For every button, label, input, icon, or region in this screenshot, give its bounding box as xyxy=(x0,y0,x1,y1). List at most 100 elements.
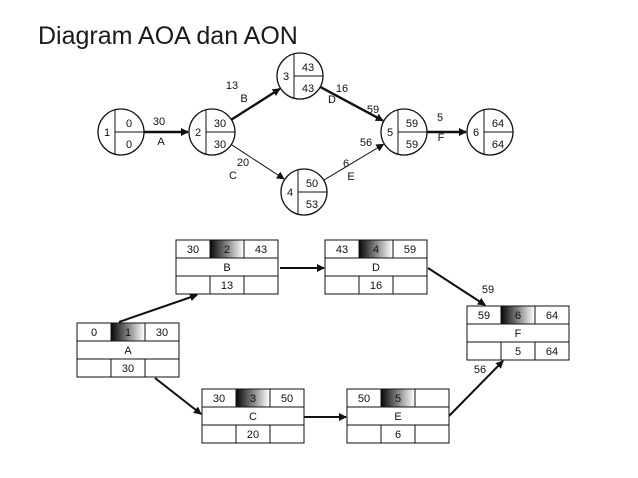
aon-node-early-start: 30 xyxy=(187,244,199,256)
aon-edge-label: 56 xyxy=(474,364,486,376)
aoa-edge-F: 5F xyxy=(427,112,467,144)
aoa-node-latest: 53 xyxy=(306,199,318,211)
aon-node-duration: 20 xyxy=(247,429,259,441)
aoa-edge-arrow xyxy=(230,87,281,121)
aoa-edge-activity-label: A xyxy=(157,136,165,148)
aon-node-early-finish: 64 xyxy=(546,310,558,322)
aon-node-early-start: 0 xyxy=(91,327,97,339)
aon-activity-node-E: 50 5E 6 xyxy=(346,388,450,444)
aoa-edge-activity-label: E xyxy=(347,171,354,183)
aoa-node-number: 6 xyxy=(473,127,479,139)
aoa-node-earliest: 59 xyxy=(406,118,418,130)
aoa-node-latest: 0 xyxy=(126,139,132,151)
aon-node-number: 2 xyxy=(224,244,230,256)
aon-edge-A-B xyxy=(118,293,198,323)
aon-node-activity-label: F xyxy=(515,328,522,340)
aon-node-number: 1 xyxy=(125,327,131,339)
aon-node-duration: 30 xyxy=(122,363,134,375)
aon-node-early-start: 43 xyxy=(336,244,348,256)
aoa-event-node-1: 1 0 0 xyxy=(97,108,145,156)
aoa-event-node-6: 6 64 64 xyxy=(466,108,514,156)
aon-node-early-finish: 50 xyxy=(281,393,293,405)
aoa-edge-duration: 13 xyxy=(226,80,238,92)
aoa-node-latest: 64 xyxy=(492,139,504,151)
aoa-event-node-3: 3 43 43 xyxy=(276,52,324,100)
aon-activity-node-B: 30 2 43B 13 xyxy=(175,239,279,295)
aon-node-duration: 6 xyxy=(395,429,401,441)
aon-node-early-start: 50 xyxy=(358,393,370,405)
aoa-node-number: 2 xyxy=(195,127,201,139)
aoa-edge-arrow xyxy=(319,85,384,122)
aoa-node-number: 1 xyxy=(104,127,110,139)
aoa-node-latest: 59 xyxy=(406,139,418,151)
aon-node-activity-label: B xyxy=(223,262,230,274)
aoa-node-earliest: 50 xyxy=(306,178,318,190)
aoa-node-earliest: 64 xyxy=(492,118,504,130)
aon-node-number-shade xyxy=(236,389,270,407)
aoa-node-number: 5 xyxy=(387,127,393,139)
aoa-node-earliest: 30 xyxy=(214,118,226,130)
aoa-diagram: 30A13B20C16D6E5F595610023030343434505355… xyxy=(97,52,514,216)
aon-node-early-finish: 30 xyxy=(156,327,168,339)
aon-node-number: 5 xyxy=(395,393,401,405)
aon-node-number: 6 xyxy=(515,310,521,322)
aoa-event-node-2: 2 30 30 xyxy=(188,108,236,156)
aoa-edge-duration: 16 xyxy=(336,83,348,95)
aon-node-activity-label: A xyxy=(124,345,132,357)
aoa-node-number: 4 xyxy=(287,187,293,199)
aon-node-number: 3 xyxy=(250,393,256,405)
aoa-node-earliest: 43 xyxy=(302,62,314,74)
aoa-edge-activity-label: C xyxy=(229,170,237,182)
aoa-event-node-4: 4 50 53 xyxy=(280,168,328,216)
aoa-event-node-5: 5 59 59 xyxy=(380,108,428,156)
aon-node-number-shade xyxy=(381,389,415,407)
aoa-edge-duration: 5 xyxy=(437,112,443,124)
aon-activity-node-C: 30 3 50C 20 xyxy=(201,388,305,444)
aoa-node-latest: 30 xyxy=(214,139,226,151)
aon-node-duration: 16 xyxy=(370,280,382,292)
aon-node-activity-label: E xyxy=(394,411,401,423)
aoa-node-earliest: 0 xyxy=(126,118,132,130)
aoa-merge-label: 56 xyxy=(360,137,372,149)
aoa-edge-arrow xyxy=(230,144,285,180)
aon-node-number-shade xyxy=(210,240,244,258)
aoa-edge-arrow xyxy=(323,143,385,181)
aoa-edge-D: 16D xyxy=(319,83,384,122)
aon-node-number-shade xyxy=(111,323,145,341)
aoa-edge-duration: 6 xyxy=(343,158,349,170)
aon-node-duration: 13 xyxy=(221,280,233,292)
aon-edge-label: 59 xyxy=(482,284,494,296)
aoa-edge-activity-label: D xyxy=(328,94,336,106)
aoa-edge-E: 6E xyxy=(323,143,385,183)
aon-node-early-finish: 43 xyxy=(255,244,267,256)
aoa-edge-activity-label: F xyxy=(438,132,445,144)
aoa-node-number: 3 xyxy=(283,71,289,83)
aoa-node-latest: 43 xyxy=(302,83,314,95)
aon-edge-A-C xyxy=(154,377,202,415)
aon-node-activity-label: D xyxy=(372,262,380,274)
aon-edge-D-F xyxy=(427,267,486,306)
aoa-edge-duration: 30 xyxy=(153,116,165,128)
aon-node-number: 4 xyxy=(373,244,379,256)
aoa-edge-duration: 20 xyxy=(237,157,249,169)
aon-node-number-shade xyxy=(501,306,535,324)
page-title: Diagram AOA dan AON xyxy=(38,22,298,50)
aoa-edge-B: 13B xyxy=(226,80,281,121)
aoa-merge-label: 59 xyxy=(367,104,379,116)
aon-node-duration: 5 xyxy=(515,346,521,358)
aon-node-number-shade xyxy=(359,240,393,258)
aoa-edge-C: 20C xyxy=(229,144,285,182)
aon-node-early-start: 59 xyxy=(478,310,490,322)
aon-node-activity-label: C xyxy=(249,411,257,423)
aoa-edge-activity-label: B xyxy=(240,93,247,105)
aoa-edge-A: 30A xyxy=(144,116,189,148)
aon-node-early-start: 30 xyxy=(213,393,225,405)
aon-node-late-finish: 64 xyxy=(546,346,558,358)
aon-edge-E-F xyxy=(448,360,504,417)
aon-node-box xyxy=(76,322,180,378)
